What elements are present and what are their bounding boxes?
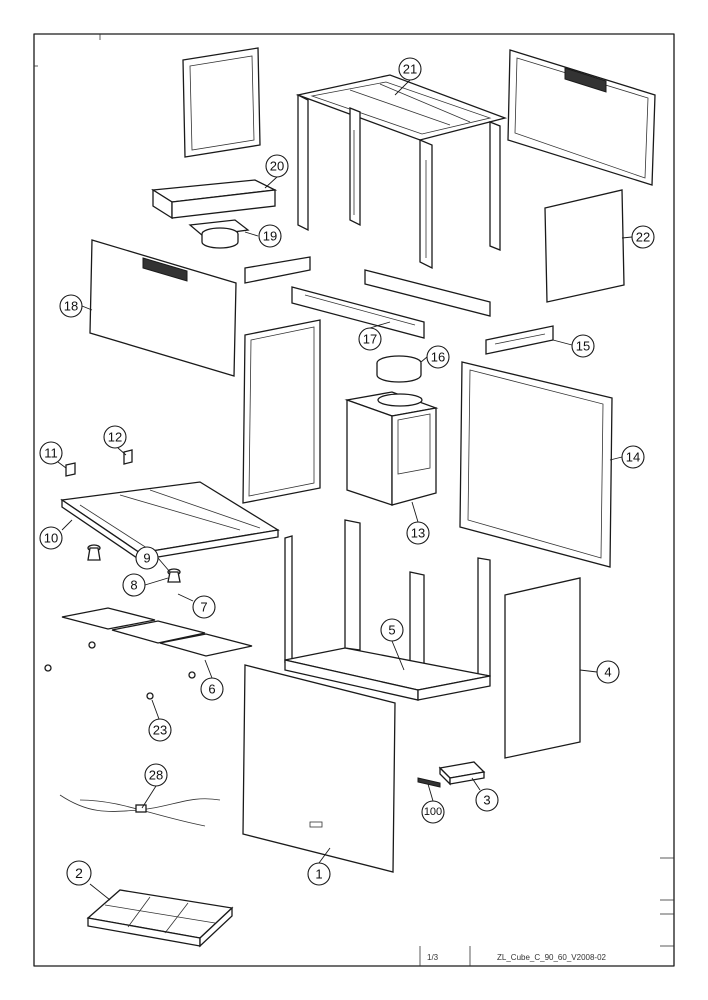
center-glass-frame <box>242 319 321 504</box>
svg-text:21: 21 <box>403 62 417 77</box>
part-23-clips <box>44 641 196 700</box>
svg-text:22: 22 <box>636 230 650 245</box>
callout-11: 11 <box>39 441 63 465</box>
svg-text:15: 15 <box>576 339 590 354</box>
part-1-front-panel <box>242 664 396 873</box>
callout-2: 2 <box>66 860 92 886</box>
part-15-bracket <box>485 325 554 355</box>
side-frame-panel <box>182 47 261 158</box>
svg-text:16: 16 <box>431 350 445 365</box>
callout-16: 16 <box>426 345 450 369</box>
callout-6: 6 <box>200 677 224 701</box>
drawing-frame <box>33 33 675 967</box>
part-3-switch-box <box>417 761 486 788</box>
document-code: ZL_Cube_C_90_60_V2008-02 <box>497 953 607 962</box>
part-5-body-frame <box>284 519 491 701</box>
svg-text:4: 4 <box>604 665 611 680</box>
part-10-lower-frame <box>60 481 280 562</box>
svg-text:5: 5 <box>388 623 395 638</box>
svg-text:14: 14 <box>626 450 640 465</box>
callout-bubbles: 21 20 19 22 18 17 15 16 14 11 12 13 10 9… <box>39 57 655 886</box>
callout-21: 21 <box>398 57 422 81</box>
callout-5: 5 <box>380 618 404 642</box>
callout-7: 7 <box>192 595 216 619</box>
callout-20: 20 <box>265 154 289 178</box>
svg-text:20: 20 <box>270 159 284 174</box>
svg-text:3: 3 <box>483 793 490 808</box>
svg-text:10: 10 <box>44 531 58 546</box>
part-18-front-top-panel <box>89 239 237 377</box>
rear-top-panel <box>507 49 656 186</box>
part-19-motor-flange <box>188 219 250 249</box>
callout-3: 3 <box>475 788 499 812</box>
part-16-duct-ring <box>376 355 422 383</box>
callout-14: 14 <box>621 445 645 469</box>
svg-text:17: 17 <box>363 332 377 347</box>
part-2-carbon-filter <box>86 889 234 948</box>
callout-100: 100 <box>421 800 445 824</box>
part-14-glass-panel <box>459 361 613 568</box>
svg-text:6: 6 <box>208 682 215 697</box>
svg-text:13: 13 <box>411 526 425 541</box>
callout-15: 15 <box>571 334 595 358</box>
part-6-grease-filters <box>61 607 253 657</box>
part-4-side-panel <box>504 577 581 759</box>
callout-18: 18 <box>59 294 83 318</box>
callout-8: 8 <box>122 573 146 597</box>
part-21-top-frame <box>295 74 508 270</box>
rear-brackets <box>244 256 491 339</box>
svg-text:1: 1 <box>315 867 322 882</box>
callout-13: 13 <box>406 521 430 545</box>
callout-1: 1 <box>307 862 331 886</box>
part-22-side-panel <box>544 189 625 303</box>
lamps-8-9 <box>87 544 181 583</box>
svg-text:100: 100 <box>424 806 442 818</box>
svg-text:11: 11 <box>44 446 58 461</box>
part-20-filter-housing <box>151 179 278 220</box>
part-13-motor-unit <box>344 391 439 506</box>
svg-text:18: 18 <box>64 299 78 314</box>
part-28-cable <box>59 794 221 827</box>
svg-text:8: 8 <box>130 578 137 593</box>
title-block: 1/3 ZL_Cube_C_90_60_V2008-02 <box>427 953 607 962</box>
svg-text:23: 23 <box>153 723 167 738</box>
svg-text:9: 9 <box>143 551 150 566</box>
callout-12: 12 <box>103 425 127 449</box>
clips-11-12 <box>65 449 133 477</box>
callout-23: 23 <box>148 718 172 742</box>
callout-22: 22 <box>631 225 655 249</box>
svg-text:2: 2 <box>75 865 83 881</box>
svg-text:7: 7 <box>200 600 207 615</box>
callout-28: 28 <box>144 763 168 787</box>
page-number: 1/3 <box>427 953 439 962</box>
svg-text:12: 12 <box>108 430 122 445</box>
callout-4: 4 <box>596 660 620 684</box>
callout-19: 19 <box>258 224 282 248</box>
leader-lines <box>57 79 633 901</box>
svg-text:19: 19 <box>263 229 277 244</box>
callout-10: 10 <box>39 526 63 550</box>
callout-17: 17 <box>358 327 382 351</box>
callout-9: 9 <box>135 546 159 570</box>
svg-text:28: 28 <box>149 768 163 783</box>
